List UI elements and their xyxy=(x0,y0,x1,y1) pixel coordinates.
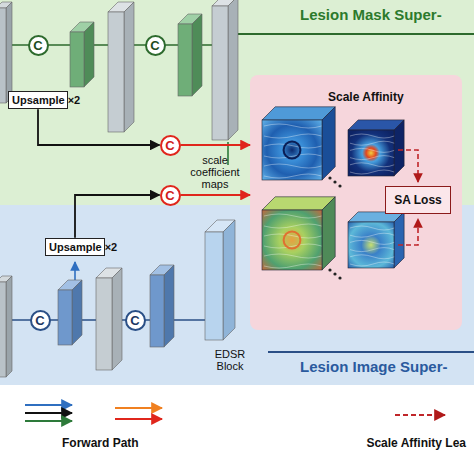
feature-map xyxy=(70,32,84,87)
image-texture xyxy=(350,233,394,237)
feature-map xyxy=(58,290,72,345)
node-label: C xyxy=(35,313,44,328)
concat-circle: C xyxy=(125,310,146,331)
feature-map xyxy=(0,282,6,377)
feature-map xyxy=(228,0,238,140)
image-texture xyxy=(350,156,394,160)
image-cube xyxy=(394,120,404,176)
feature-map xyxy=(0,8,6,103)
image-cube xyxy=(348,222,394,268)
feature-map xyxy=(164,265,174,347)
image-texture xyxy=(264,174,322,178)
image-cube xyxy=(322,197,335,270)
image-texture xyxy=(350,255,394,259)
feature-map xyxy=(192,14,202,96)
feature-map xyxy=(178,24,192,96)
image-texture xyxy=(264,124,322,128)
image-texture xyxy=(264,164,322,168)
image-texture xyxy=(264,224,322,228)
image-texture xyxy=(350,262,394,266)
image-texture xyxy=(264,264,322,268)
feature-map xyxy=(84,22,94,87)
connector xyxy=(181,144,251,146)
upsample-box: Upsample ×2 xyxy=(45,238,105,257)
image-texture xyxy=(264,214,322,218)
node-label: C xyxy=(33,38,42,53)
image-texture xyxy=(264,144,322,148)
image-cube xyxy=(262,210,322,270)
node-label: C xyxy=(130,313,139,328)
image-texture xyxy=(264,234,322,238)
feature-map xyxy=(223,220,235,340)
feature-map xyxy=(6,276,12,377)
connector xyxy=(75,195,160,238)
feature-map xyxy=(112,268,122,370)
connector xyxy=(38,109,160,145)
feature-map xyxy=(212,6,228,140)
annotation: scale coefficient maps xyxy=(182,154,248,190)
legend-text: Scale Affinity Lea xyxy=(366,436,466,450)
image-cube xyxy=(262,120,322,180)
image-texture xyxy=(350,226,394,230)
section-title: Lesion Mask Super- xyxy=(300,6,442,23)
image-texture xyxy=(350,170,394,174)
section-title: Scale Affinity xyxy=(328,90,404,104)
feature-map xyxy=(6,2,12,103)
node-label: Upsample ×2 xyxy=(12,94,80,107)
concat-circle: C xyxy=(28,35,49,56)
connector xyxy=(181,194,251,196)
image-texture xyxy=(264,134,322,138)
annotation: EDSR Block xyxy=(205,348,255,372)
feature-map xyxy=(96,278,112,370)
image-texture xyxy=(350,148,394,152)
image-texture xyxy=(350,134,394,138)
lesion-mark xyxy=(284,232,301,249)
feature-map xyxy=(124,2,134,132)
image-cube xyxy=(394,212,404,268)
image-cube xyxy=(348,130,394,176)
section-title: Lesion Image Super- xyxy=(300,358,448,375)
image-cube xyxy=(322,107,335,180)
feature-map xyxy=(72,280,82,345)
feature-map xyxy=(108,12,124,132)
legend-text: Forward Path xyxy=(62,436,139,450)
node-label: C xyxy=(165,188,174,203)
image-texture xyxy=(350,248,394,252)
loss-box: SA Loss xyxy=(385,186,451,214)
lesion-mark xyxy=(284,142,301,159)
upsample-box: Upsample ×2 xyxy=(8,91,68,110)
concat-circle: C xyxy=(145,35,166,56)
scale-affinity-panel: Scale Affinity SA Loss xyxy=(250,75,462,330)
concat-circle: C xyxy=(160,135,181,156)
node-label: C xyxy=(150,38,159,53)
image-texture xyxy=(350,240,394,244)
node-label: Upsample ×2 xyxy=(49,241,117,254)
image-texture xyxy=(350,141,394,145)
feature-map xyxy=(150,275,164,347)
image-texture xyxy=(350,163,394,167)
image-texture xyxy=(264,254,322,258)
concat-circle: C xyxy=(160,185,181,206)
node-label: C xyxy=(165,138,174,153)
concat-circle: C xyxy=(30,310,51,331)
feature-map xyxy=(205,232,223,340)
node-label: SA Loss xyxy=(394,193,442,207)
